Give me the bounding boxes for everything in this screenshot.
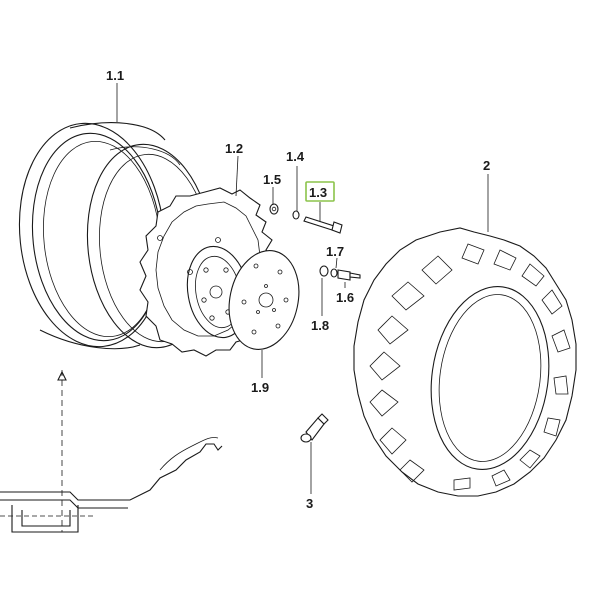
disc-plate-part[interactable]	[220, 244, 307, 356]
bolt-1-6[interactable]	[337, 269, 361, 281]
label-1-4[interactable]: 1.4	[286, 149, 305, 164]
label-1-1[interactable]: 1.1	[106, 68, 124, 83]
rim-profile-section	[0, 370, 223, 533]
washer-1-4[interactable]	[292, 210, 300, 220]
label-1-6[interactable]: 1.6	[336, 290, 354, 305]
washer-1-8[interactable]	[319, 265, 329, 277]
part-labels: 1.1 1.2 1.3 1.4 1.5 1.6 1.7 1.8 1.9 2 3	[106, 68, 490, 511]
label-2[interactable]: 2	[483, 158, 490, 173]
leader-lines	[116, 83, 489, 494]
label-1-9[interactable]: 1.9	[251, 380, 269, 395]
label-1-3[interactable]: 1.3	[309, 185, 327, 200]
label-1-8[interactable]: 1.8	[311, 318, 329, 333]
valve-part[interactable]	[300, 413, 329, 443]
label-1-2[interactable]: 1.2	[225, 141, 243, 156]
label-1-3-highlight	[305, 181, 335, 202]
label-1-5[interactable]: 1.5	[263, 172, 281, 187]
label-3[interactable]: 3	[306, 496, 313, 511]
label-1-7[interactable]: 1.7	[326, 244, 344, 259]
tyre-part[interactable]	[353, 227, 577, 497]
nut-1-5[interactable]	[269, 203, 279, 215]
bolt-1-3[interactable]	[303, 216, 343, 234]
nut-1-7[interactable]	[330, 268, 338, 278]
